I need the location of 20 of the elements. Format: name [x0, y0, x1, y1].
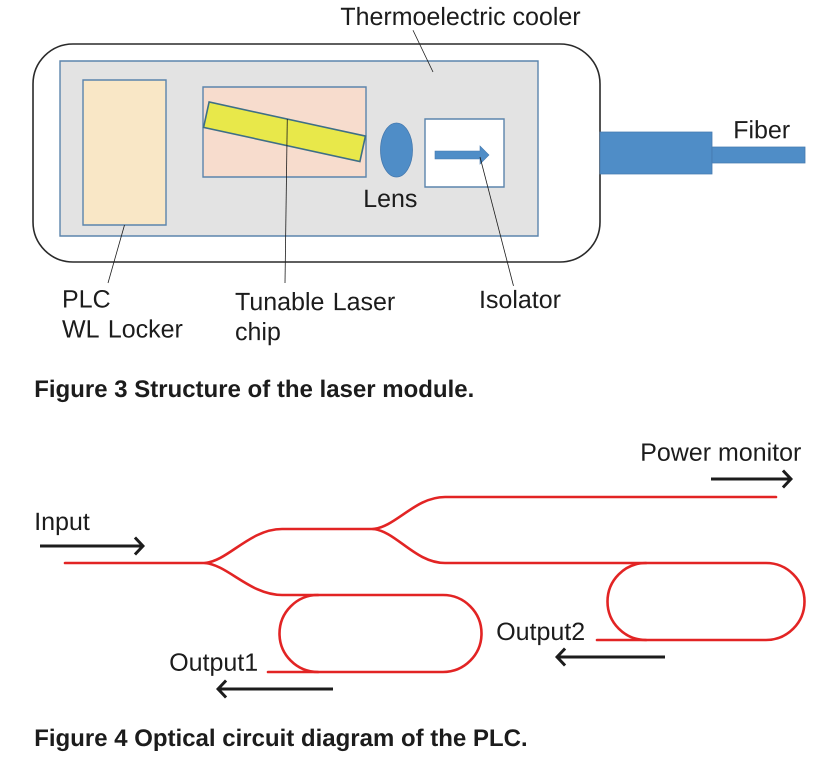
port-label: Input [36, 512, 90, 536]
port-label: Output2 [497, 622, 584, 646]
leader-line [284, 118, 288, 284]
part-label: PLC WL Locker [62, 290, 182, 338]
leader-line [412, 30, 434, 72]
locker-block [82, 79, 167, 226]
part-label: Fiber [735, 120, 790, 139]
part-label: Tunable Laser chip [236, 292, 395, 346]
part-label: Thermoelectric cooler [340, 6, 580, 26]
port-label: Power monitor [642, 442, 801, 461]
leader-line [108, 224, 125, 284]
part-label: Isolator [481, 290, 561, 308]
port-label: Output1 [170, 653, 257, 676]
isolator-box [424, 118, 505, 188]
figure-caption: Figure 4 Optical circuit diagram of the PLC. [36, 728, 526, 752]
lens [380, 122, 413, 178]
leader-line [480, 156, 514, 286]
part-label: Lens [365, 190, 416, 208]
laser-chip [202, 101, 366, 162]
figure-caption: Figure 3 Structure of the laser module. [36, 380, 473, 402]
